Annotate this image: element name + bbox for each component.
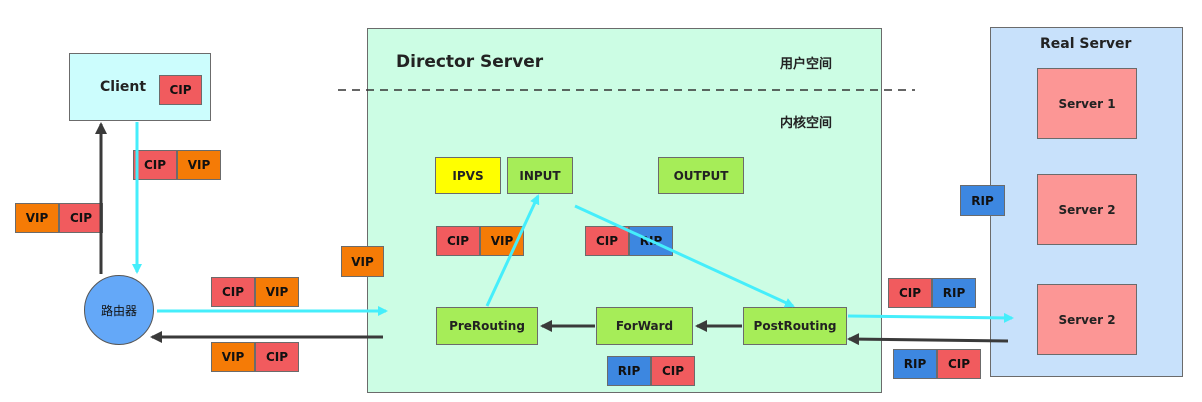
router-node: 路由器 (84, 275, 154, 345)
output-box: OUTPUT (658, 157, 744, 194)
bottom-cip-tag: CIP (651, 356, 695, 386)
ipvs-box: IPVS (435, 157, 501, 194)
server-2-box: Server 2 (1037, 174, 1137, 245)
from-director-cip-tag: CIP (255, 342, 299, 372)
input-to-post-cip-tag: CIP (585, 226, 629, 256)
from-director-vip-tag: VIP (211, 342, 255, 372)
input-box: INPUT (507, 157, 573, 194)
to-real-rip-tag: RIP (932, 278, 976, 308)
forward-box: ForWard (596, 307, 693, 345)
server-3-box: Server 2 (1037, 284, 1137, 355)
from-real-cip-tag: CIP (937, 349, 981, 379)
client-up-vip-tag: VIP (15, 203, 59, 233)
prerouting-box: PreRouting (436, 307, 538, 345)
kernel-space-label: 内核空间 (780, 116, 833, 131)
to-director-cip-tag: CIP (211, 277, 255, 307)
real-server-title: Real Server (1040, 36, 1132, 52)
prerouting-to-input-arrow (485, 194, 540, 307)
director-server-title: Director Server (396, 52, 544, 72)
bottom-rip-tag: RIP (607, 356, 651, 386)
to-director-vip-tag: VIP (255, 277, 299, 307)
client-label: Client (100, 79, 147, 95)
pre-to-input-cip-tag: CIP (436, 226, 480, 256)
postrouting-to-real-arrow (847, 312, 1014, 323)
input-to-postrouting-arrow (574, 204, 795, 308)
user-space-label: 用户空间 (780, 57, 833, 72)
real-to-postrouting-arrow (847, 333, 1009, 346)
client-down-vip-tag: VIP (177, 150, 221, 180)
from-real-rip-tag: RIP (893, 349, 937, 379)
client-up-cip-tag: CIP (59, 203, 103, 233)
router-label: 路由器 (100, 303, 137, 318)
real-server-rip-tag: RIP (960, 185, 1005, 216)
server-1-box: Server 1 (1037, 68, 1137, 139)
to-real-cip-tag: CIP (888, 278, 932, 308)
director-vip-tag: VIP (341, 246, 384, 277)
client-down-cip-tag: CIP (133, 150, 177, 180)
client-cip-tag: CIP (159, 75, 202, 105)
postrouting-box: PostRouting (743, 307, 847, 345)
